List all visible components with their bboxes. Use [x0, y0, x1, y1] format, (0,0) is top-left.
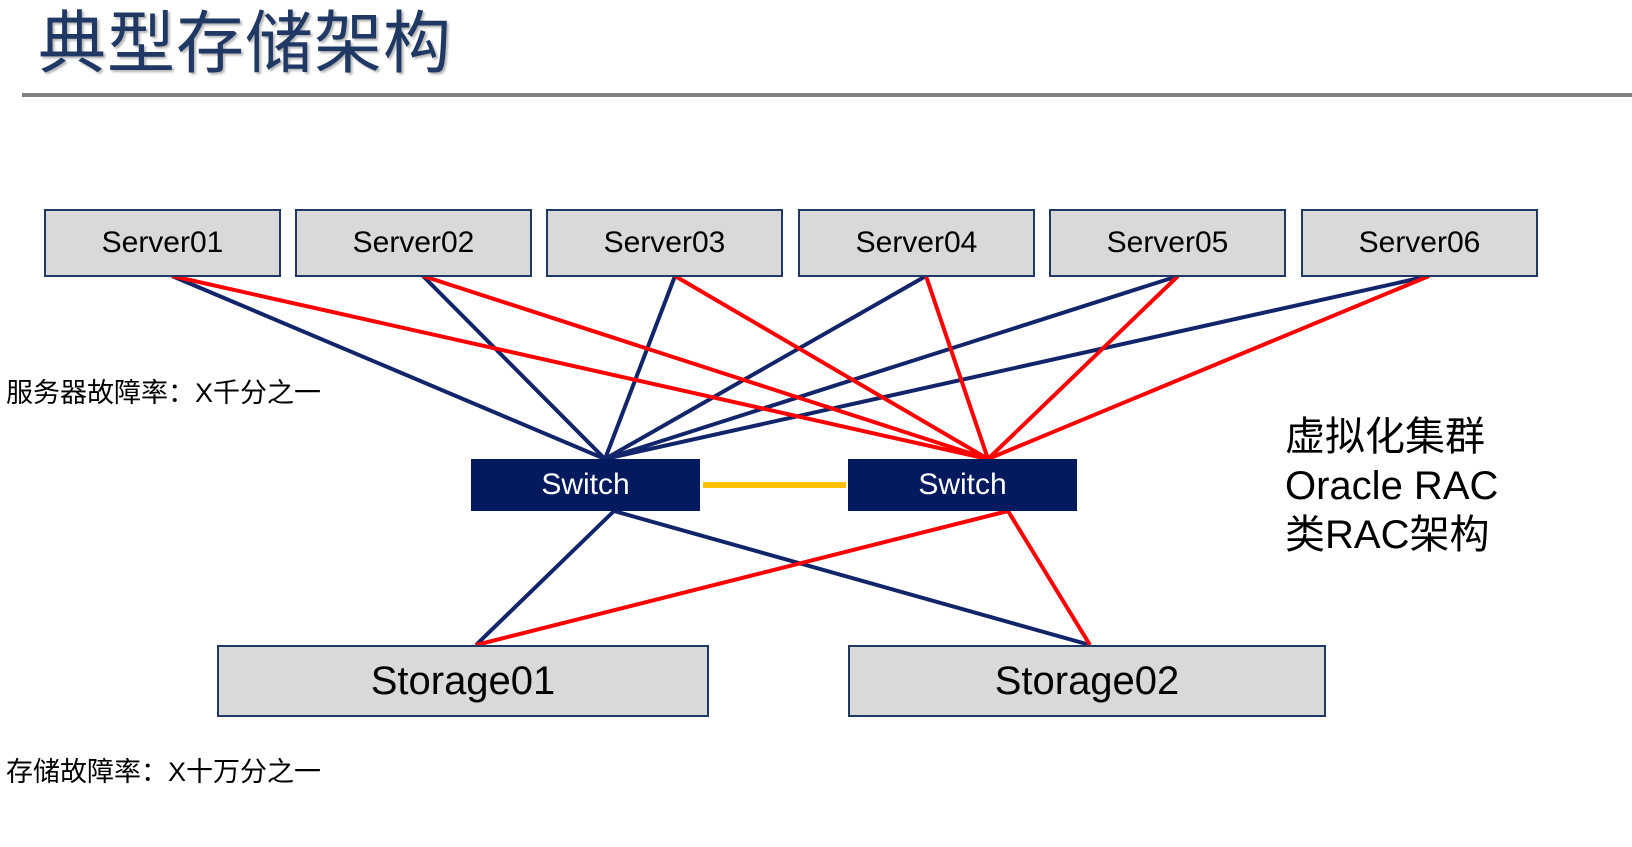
cluster-note-line-1: 虚拟化集群	[1285, 415, 1485, 459]
server-node-label: Server05	[1106, 226, 1229, 259]
server-node-label: Server02	[352, 226, 475, 259]
page-title: 典型存储架构	[38, 6, 453, 82]
cluster-note-line-3: 类RAC架构	[1285, 513, 1490, 557]
switch-node-1[interactable]: Switch	[471, 459, 700, 511]
link-switchB-to-storage01	[475, 509, 1009, 647]
storage-failure-rate-label: 存储故障率：X十万分之一	[6, 757, 322, 787]
link-server06-to-switchB	[987, 274, 1430, 461]
cluster-note: 虚拟化集群 Oracle RAC 类RAC架构	[1285, 413, 1498, 560]
storage-node-1[interactable]: Storage01	[217, 645, 709, 717]
link-server03-to-switchA	[603, 275, 677, 460]
link-server02-to-switchA	[421, 274, 607, 461]
server-node-6[interactable]: Server06	[1301, 209, 1538, 277]
link-server05-to-switchB	[986, 274, 1180, 461]
server-node-label: Server01	[101, 226, 224, 259]
server-node-label: Server06	[1358, 226, 1481, 259]
link-server06-to-switchA	[604, 274, 1430, 461]
storage-node-label: Storage02	[994, 658, 1180, 703]
link-server04-to-switchA	[604, 274, 927, 461]
server-node-5[interactable]: Server05	[1049, 209, 1286, 277]
link-server01-to-switchA	[171, 274, 606, 461]
server-node-4[interactable]: Server04	[798, 209, 1035, 277]
server-node-2[interactable]: Server02	[295, 209, 532, 277]
link-server03-to-switchB	[673, 274, 990, 461]
switch-node-label: Switch	[541, 468, 630, 501]
cluster-note-line-2: Oracle RAC	[1285, 464, 1499, 508]
server-node-label: Server03	[603, 226, 726, 259]
link-switchB-to-storage02	[1006, 509, 1092, 647]
server-node-1[interactable]: Server01	[44, 209, 281, 277]
link-server01-to-switchB	[171, 274, 989, 461]
switch-node-label: Switch	[918, 468, 1007, 501]
server-node-label: Server04	[855, 226, 978, 259]
storage-node-2[interactable]: Storage02	[848, 645, 1326, 717]
title-divider	[22, 93, 1632, 97]
storage-node-label: Storage01	[370, 658, 556, 703]
server-node-3[interactable]: Server03	[546, 209, 783, 277]
link-server05-to-switchA	[604, 274, 1179, 461]
link-server04-to-switchB	[924, 275, 990, 460]
link-server02-to-switchB	[422, 274, 989, 461]
link-switchA-to-storage01	[474, 509, 616, 647]
link-switchA-to-storage02	[613, 509, 1091, 647]
server-failure-rate-label: 服务器故障率：X千分之一	[6, 378, 322, 408]
switch-node-2[interactable]: Switch	[848, 459, 1077, 511]
